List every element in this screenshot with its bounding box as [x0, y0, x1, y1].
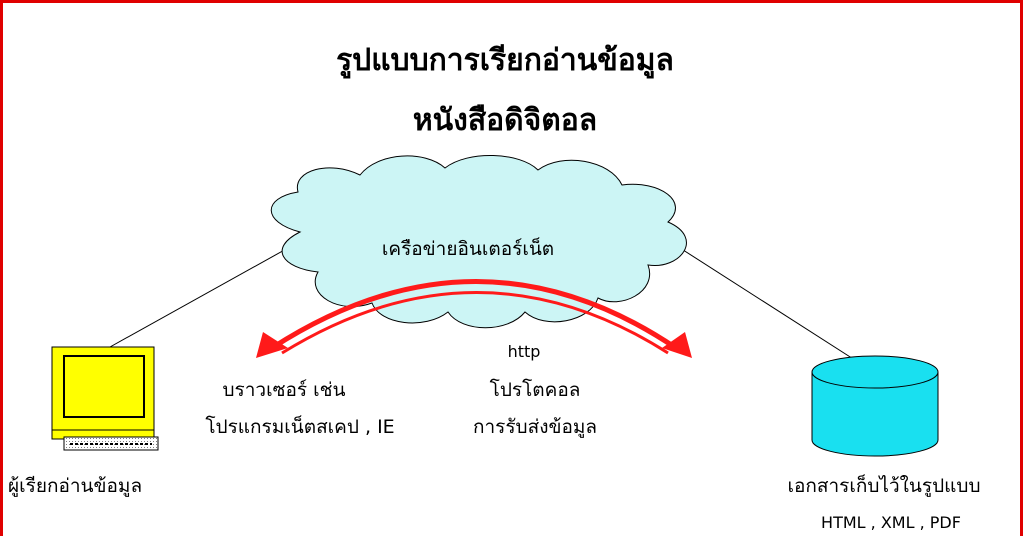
title-line-1: รูปแบบการเรียกอ่านข้อมูล	[336, 43, 674, 79]
data-exchange-arrow	[256, 279, 692, 358]
arrow-right-head	[662, 332, 692, 358]
protocol-http: http	[508, 342, 541, 361]
arrow-arc-outer	[270, 279, 678, 351]
browser-line-1: บราวเซอร์ เช่น	[222, 379, 345, 401]
arrow-left-head	[256, 332, 288, 358]
cylinder-body	[811, 372, 939, 457]
protocol-line-2: โปรโตคอล	[490, 378, 581, 401]
storage-line-1: เอกสารเก็บไว้ในรูปแบบ	[787, 473, 980, 497]
storage-line-2: HTML , XML , PDF	[821, 513, 961, 532]
monitor-screen	[63, 355, 145, 418]
connector-right-line	[679, 247, 859, 363]
computer-icon	[51, 346, 159, 451]
connector-left-line	[109, 247, 289, 348]
cloud-label: เครือข่ายอินเตอร์เน็ต	[382, 236, 554, 260]
cylinder-top	[811, 355, 939, 389]
protocol-line-3: การรับส่งข้อมูล	[473, 416, 597, 438]
internet-cloud-icon: เครือข่ายอินเตอร์เน็ต	[270, 154, 687, 329]
database-icon	[811, 355, 939, 457]
reader-label: ผู้เรียกอ่านข้อมูล	[8, 475, 142, 497]
arrow-arc-inner	[281, 291, 669, 355]
browser-line-2: โปรแกรมเน็ตสเคป , IE	[205, 414, 394, 438]
title-line-2: หนังสือดิจิตอล	[413, 103, 597, 138]
